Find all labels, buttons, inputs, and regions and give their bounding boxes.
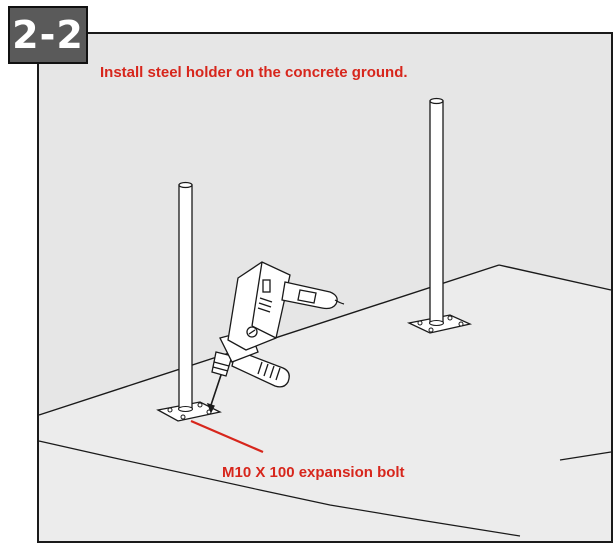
floor-front-edge (38, 440, 521, 537)
floor (39, 265, 611, 541)
steel-post-icon (429, 97, 444, 326)
callout-leader-line (190, 419, 264, 454)
steel-post-icon (178, 181, 193, 412)
floor-edge-right (498, 264, 612, 291)
electric-drill-icon (206, 261, 345, 414)
floor-side-edge (559, 451, 612, 461)
instruction-text: Install steel holder on the concrete gro… (100, 64, 408, 81)
step-number-badge: 2-2 (8, 6, 88, 64)
expansion-bolt-label: M10 X 100 expansion bolt (222, 464, 405, 481)
